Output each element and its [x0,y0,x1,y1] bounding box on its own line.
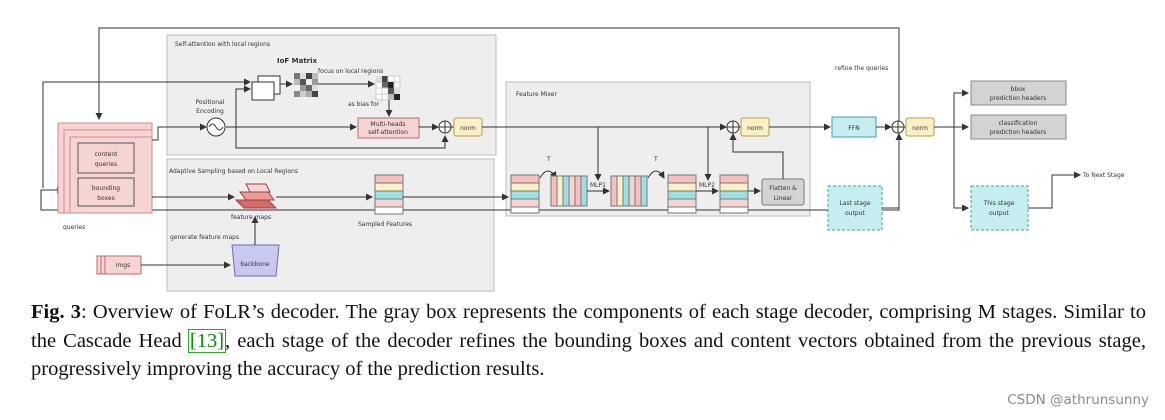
mixer-output-stack [719,174,749,214]
norm-label-1: norm [460,125,476,132]
focus-local-label: focus on local regions [318,68,383,75]
last-stage-output-box [827,185,883,231]
this-stage-output-box [970,185,1029,231]
mha-residual-line [235,127,449,149]
to-next-stage-label: To Next Stage [1082,172,1125,179]
adaptive-sampling-panel [166,158,495,292]
content-queries-line1: content [95,151,119,158]
self-attention-panel [166,34,497,156]
figure-caption: Fig. 3: Overview of FoLR’s decoder. The … [31,298,1146,384]
refine-loop-line [95,27,900,127]
cls-head-box [970,114,1067,140]
add-icon-1-cross [439,121,451,133]
feature-maps-label: feature maps [231,214,271,221]
bbox-head-line1: bbox [1011,86,1026,93]
mixer-transposed-2 [610,175,648,207]
content-queries-line2: queries [95,161,117,168]
local-matrix-icon [375,75,401,101]
mixer-transposed-1 [550,175,588,207]
left-feedback-line [42,78,251,188]
positional-label: Positional [196,99,225,106]
to-next-stage-line [1028,171,1081,209]
bbox-head-box [970,80,1067,106]
backbone-label: backbone [240,261,270,268]
flatten-line1: Flatten & [769,185,797,192]
this-stage-line2: output [989,210,1009,217]
sampled-features-stack [374,174,404,215]
caption-reference-link[interactable]: [13] [187,328,227,353]
feature-mixer-title: Feature Mixer [516,91,557,98]
transpose-label-1: T [546,156,551,163]
mlp2-label: MLP2 [699,182,715,189]
queries-to-pe-line [152,123,207,141]
norm3-to-thisstage-line [953,127,969,212]
cls-head-line2: prediction headers [990,129,1046,136]
bounding-boxes-line1: bounding [92,185,120,192]
mha-line1: Multi-heads [371,121,406,128]
norm-label-3: norm [912,125,928,132]
generate-fmaps-label: generate feature maps [170,234,239,241]
multi-head-attention-box [357,117,420,139]
caption-text-2: , each stage of the decoder refines the … [31,329,1147,381]
sampled-features-label: Sampled Features [358,221,412,228]
watermark: CSDN @athrunsunny [1007,392,1149,408]
folr-decoder-diagram: Self-attention with local regions Adapti… [40,27,1125,292]
last-stage-line1: Last stage [839,200,870,207]
add-icon-3-cross [892,121,904,133]
iof-matrix-label: IoF Matrix [277,57,318,65]
box-stack-front [251,81,275,101]
sine-wave-icon [208,123,224,131]
norm3-branch-line [934,89,969,128]
as-bias-label: as bias for [348,101,380,108]
this-stage-line1: This stage [983,200,1015,207]
encoding-label: Encoding [196,108,224,115]
bbox-head-line2: prediction headers [990,95,1046,102]
transpose-arrow-2 [647,170,665,179]
caption-text-1: : Overview of FoLR’s decoder. The gray b… [31,301,1147,352]
queries-label: queries [63,224,85,231]
last-stage-line2: output [845,210,865,217]
last-stage-to-add-line [882,133,903,209]
mlp1-label: MLP1 [590,182,606,189]
flatten-line2: Linear [774,195,793,202]
feature-maps-icon [234,183,278,209]
self-attention-title: Self-attention with local regions [175,41,270,48]
cls-head-line1: classification [999,120,1038,127]
mixer-middle-stack [667,174,697,214]
bounding-boxes-line2: boxes [97,195,114,202]
imgs-label: imgs [116,262,130,269]
flatten-to-add-line [729,133,784,179]
mha-line2: self-attention [368,129,408,136]
ffn-label: FFN [848,125,859,132]
caption-fig-label: Fig. 3 [31,301,82,323]
refine-queries-label: refine the queries [835,65,888,72]
backbone-trapezoid [231,244,280,277]
transpose-label-2: T [653,156,658,163]
add-icon-2-cross [727,121,739,133]
content-queries-box [77,142,135,174]
iof-matrix-icon [294,73,318,97]
norm-label-2: norm [747,125,763,132]
adaptive-sampling-title: Adaptive Sampling based on Local Regions [169,168,298,175]
bounding-boxes-box [77,177,135,207]
mixer-input-stack [510,174,540,214]
